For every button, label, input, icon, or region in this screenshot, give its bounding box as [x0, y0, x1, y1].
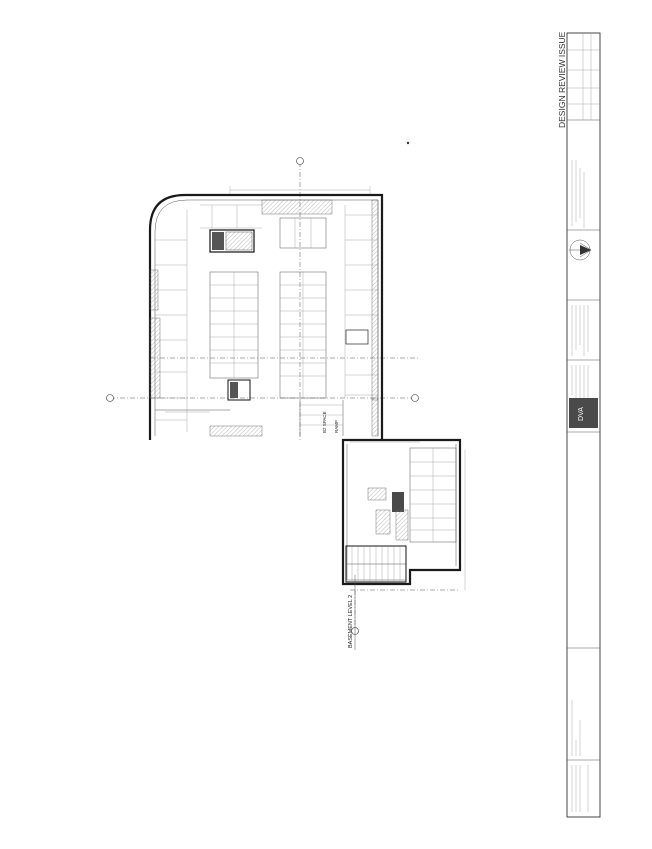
drawing-title: BASEMENT LEVEL 2 — [348, 595, 354, 648]
building-outline — [148, 193, 462, 586]
lower-wing — [345, 447, 460, 591]
firm-logo — [569, 398, 598, 428]
perimeter-parking-top — [200, 199, 333, 229]
ramp-label-1: B2 SPACE — [322, 411, 327, 433]
ramp: B2 SPACE RAMP — [299, 397, 379, 437]
north-arrow-icon — [569, 239, 592, 261]
parking-island-1 — [209, 271, 259, 379]
grid-bubble — [411, 394, 419, 402]
perimeter-parking-left — [149, 210, 188, 432]
stair-core-1 — [209, 229, 255, 253]
parking-row-top-center — [279, 217, 327, 249]
drawing-title-group: BASEMENT LEVEL 2 — [348, 575, 356, 650]
grid-bubble — [106, 394, 114, 402]
grid-marker — [406, 141, 410, 145]
status-stamp: DESIGN REVIEW ISSUE — [557, 31, 567, 128]
dimension-ticks — [229, 186, 466, 590]
perimeter-parking-right — [344, 199, 379, 401]
firm-logo-text: DVA — [578, 407, 585, 421]
stair-core-2 — [227, 379, 251, 401]
title-block: DVA DESIGN REVIEW ISSUE — [557, 31, 601, 818]
bottom-band — [155, 409, 263, 437]
grid-bubble — [296, 157, 304, 165]
parking-island-2 — [279, 271, 327, 399]
ramp-label-2: RAMP — [334, 420, 339, 433]
